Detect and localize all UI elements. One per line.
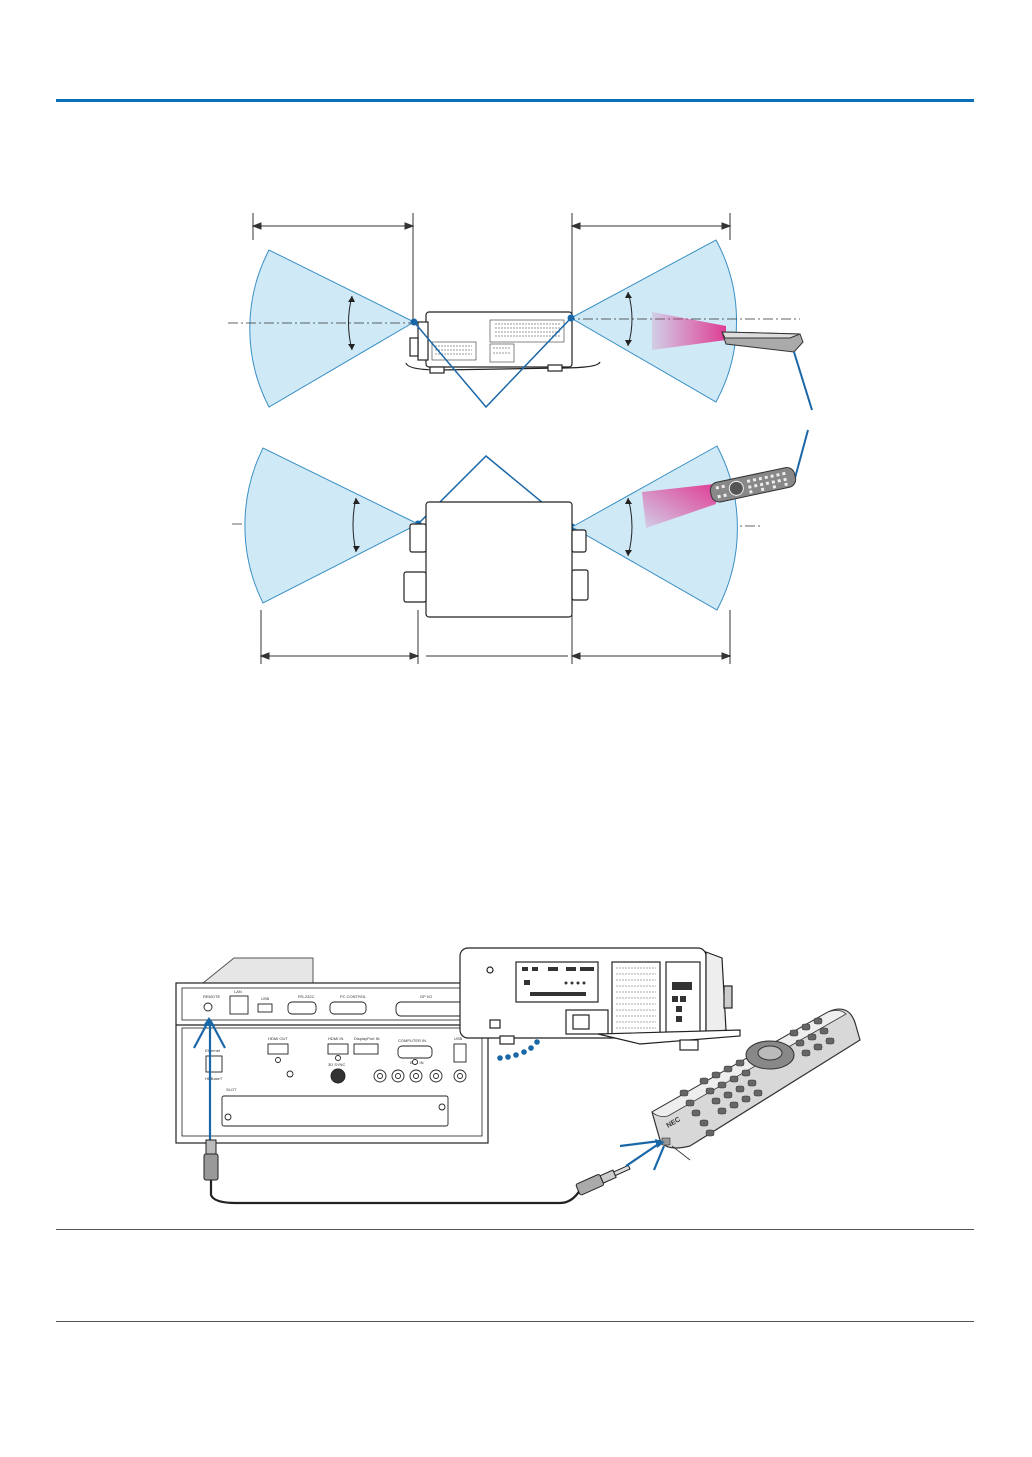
ir-beam-top [652, 312, 726, 350]
remote-brand-label: NEC [666, 1116, 682, 1129]
reception-area-top-left [249, 249, 416, 408]
rear-panel-details [522, 967, 692, 1022]
label-displayport-in: DisplayPort IN [354, 1036, 380, 1041]
remote-terminal-callout [201, 957, 314, 984]
ir-beam-bottom [642, 484, 716, 528]
note-bottom-rule [56, 1321, 974, 1322]
label-gpio: GP I/O [420, 994, 432, 999]
remote-jack-arrows-right [619, 1139, 666, 1171]
label-hdmi-in: HDMI IN [328, 1036, 343, 1041]
cable-plug-panel [203, 1139, 219, 1181]
cable-plug-remote [575, 1164, 631, 1196]
label-hdmi-out: HDMI OUT [268, 1036, 288, 1041]
dimension-lines-top [251, 213, 732, 320]
panel-location-dots [497, 1008, 554, 1061]
remote-range-diagram [228, 213, 813, 664]
label-hdbaset: HDBaseT [205, 1076, 223, 1081]
label-lan: LAN [234, 989, 242, 994]
label-remote: REMOTE [203, 994, 220, 999]
remote-jack [203, 1002, 213, 1012]
label-3d-sync: 3D SYNC [328, 1062, 345, 1067]
panel-labels: REMOTE LAN USB RS-232C PC CONTROL GP I/O… [203, 989, 463, 1092]
remote-control-top [709, 467, 797, 503]
label-computer-in: COMPUTER IN [398, 1038, 426, 1043]
panel-connectors [203, 995, 467, 1127]
remote-control-side [721, 331, 804, 353]
label-usb: USB [261, 996, 270, 1001]
reception-area-bottom-right [570, 445, 738, 611]
projector-rear-view [459, 947, 741, 1051]
remote-cable [209, 1180, 581, 1205]
label-pc-control: PC CONTROL [340, 994, 367, 999]
remote-jack-arrows [193, 1019, 226, 1140]
label-ethernet: Ethernet [205, 1048, 221, 1053]
projector-top-view [403, 501, 589, 618]
label-slot: SLOT [226, 1087, 237, 1092]
reception-area-bottom-left [244, 447, 420, 604]
label-usb-2: USB [454, 1036, 463, 1041]
rear-grille [616, 967, 656, 1029]
label-bnc-in: BNC IN [410, 1060, 424, 1065]
handheld-remote: NEC [651, 1008, 861, 1149]
remote-jack-on-remote [661, 1137, 671, 1146]
label-rs232: RS-232C [298, 994, 315, 999]
dimension-lines-bottom [259, 610, 732, 664]
terminal-panel [175, 982, 489, 1144]
header-rule [56, 99, 974, 102]
note-top-rule [56, 1229, 974, 1230]
